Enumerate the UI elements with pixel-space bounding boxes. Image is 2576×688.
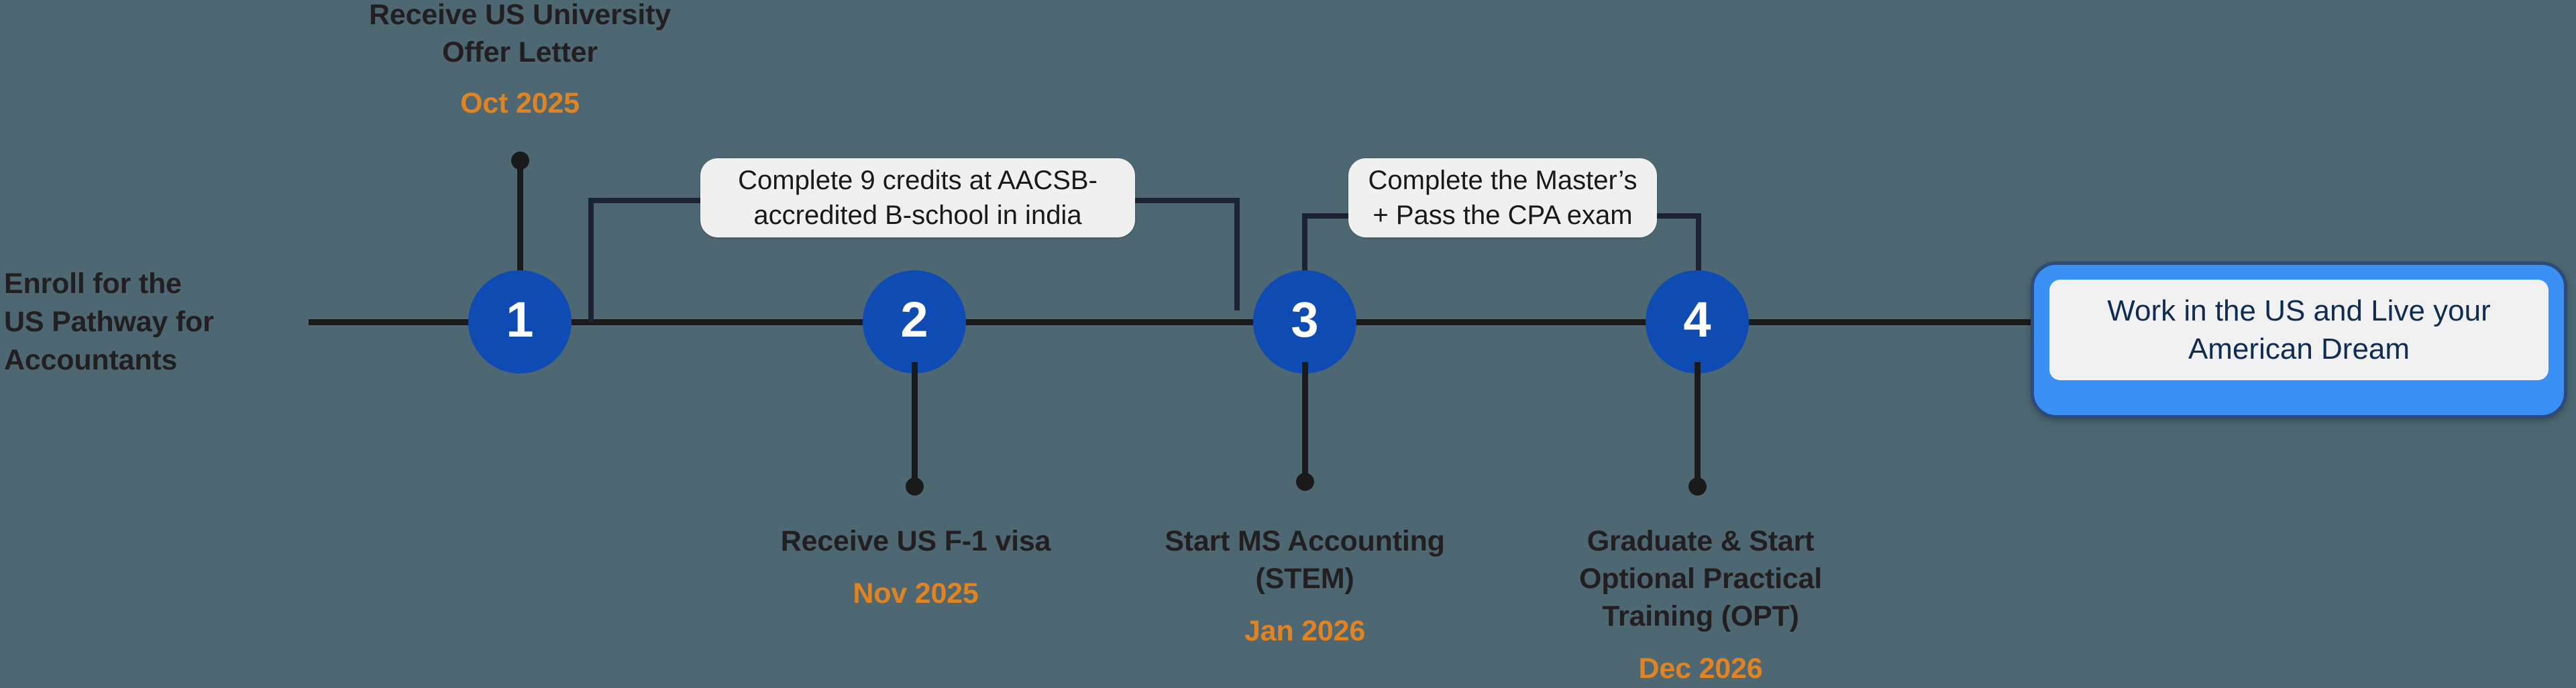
step-1-date: Oct 2025 <box>460 87 580 119</box>
step-3-date: Jan 2026 <box>1244 614 1366 647</box>
bracket-2-right-leg <box>1696 213 1701 310</box>
step-4-date: Dec 2026 <box>1638 652 1763 685</box>
page-title: Enroll for the US Pathway for Accountant… <box>4 265 292 380</box>
tooltip-card-2: Complete the Master’s + Pass the CPA exa… <box>1348 158 1657 237</box>
step-3-stem-dot <box>1296 473 1314 491</box>
step-4-caption: Graduate & Start Optional Practical Trai… <box>1529 523 1872 688</box>
step-3-stem <box>1302 362 1308 481</box>
step-1-stem <box>517 161 523 282</box>
step-2-stem-dot <box>906 477 924 496</box>
step-1-caption-line-1: Receive US University <box>369 0 671 31</box>
step-4-stem <box>1695 362 1701 486</box>
tooltip-2-line-1: Complete the Master’s <box>1368 166 1638 195</box>
step-4-caption-line-2: Optional Practical <box>1578 562 1822 595</box>
node-1-number: 1 <box>506 292 534 347</box>
timeline-node-3[interactable]: 3 <box>1253 270 1356 374</box>
timeline-axis <box>309 319 2039 325</box>
node-2-number: 2 <box>900 292 928 347</box>
cta-line-2: American Dream <box>2188 333 2410 365</box>
timeline-node-4[interactable]: 4 <box>1646 270 1749 374</box>
step-1-caption: Receive US University Offer Letter Oct 2… <box>349 0 691 123</box>
bracket-1-left-leg <box>588 198 594 322</box>
step-3-caption-line-2: (STEM) <box>1255 562 1354 595</box>
step-2-stem <box>912 362 918 486</box>
step-4-caption-line-3: Training (OPT) <box>1602 599 1799 632</box>
intro-line-1: Enroll for the <box>4 268 182 300</box>
final-outcome-inner: Work in the US and Live your American Dr… <box>2049 280 2548 380</box>
step-1-caption-line-2: Offer Letter <box>442 36 598 68</box>
node-3-number: 3 <box>1291 292 1319 347</box>
step-3-caption: Start MS Accounting (STEM) Jan 2026 <box>1134 523 1476 650</box>
tooltip-1-line-2: accredited B-school in india <box>753 200 1082 230</box>
step-2-caption-line-1: Receive US F-1 visa <box>780 525 1051 557</box>
step-2-caption: Receive US F-1 visa Nov 2025 <box>745 523 1087 613</box>
node-4-number: 4 <box>1683 292 1711 347</box>
step-3-caption-line-1: Start MS Accounting <box>1165 525 1445 557</box>
final-outcome-card[interactable]: Work in the US and Live your American Dr… <box>2031 262 2567 418</box>
timeline-node-2[interactable]: 2 <box>863 270 966 374</box>
intro-line-3: Accountants <box>4 344 178 377</box>
bracket-1-right-leg <box>1234 198 1240 310</box>
bracket-2-top-bar-right <box>1657 213 1701 219</box>
bracket-1-top-bar-left <box>588 198 702 203</box>
bracket-2-top-bar-left <box>1302 213 1350 219</box>
step-2-date: Nov 2025 <box>853 577 979 610</box>
tooltip-2-line-2: + Pass the CPA exam <box>1373 200 1633 230</box>
step-1-stem-dot <box>511 152 529 170</box>
intro-line-2: US Pathway for <box>4 306 214 339</box>
timeline-node-1[interactable]: 1 <box>468 270 572 374</box>
tooltip-card-1: Complete 9 credits at AACSB- accredited … <box>700 158 1135 237</box>
cta-line-1: Work in the US and Live your <box>2107 294 2491 327</box>
step-4-stem-dot <box>1688 477 1707 496</box>
tooltip-1-line-1: Complete 9 credits at AACSB- <box>738 166 1097 195</box>
bracket-2-left-leg <box>1302 213 1307 310</box>
step-4-caption-line-1: Graduate & Start <box>1587 525 1815 557</box>
bracket-1-top-bar-right <box>1132 198 1240 203</box>
